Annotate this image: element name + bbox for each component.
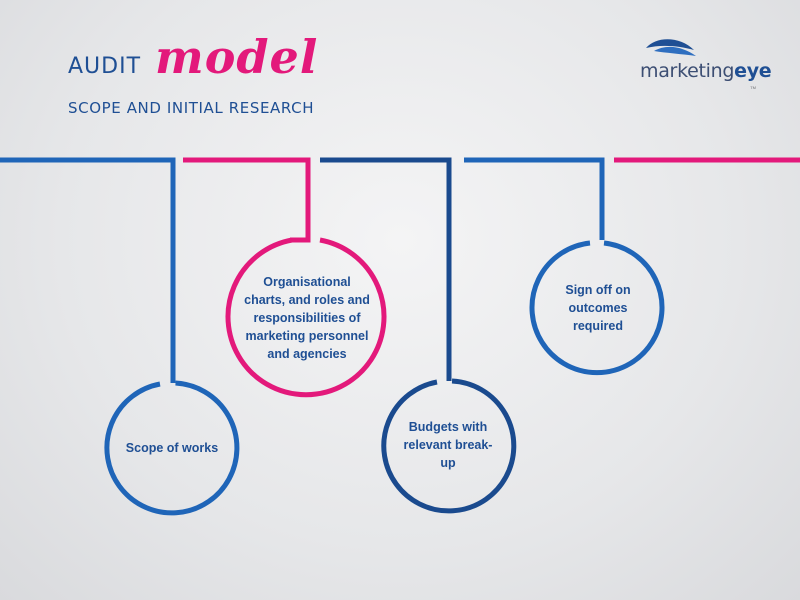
- title-word: AUDIT: [68, 54, 142, 79]
- node-label-scope-of-works: Scope of works: [125, 441, 219, 455]
- brand-bold: eye: [734, 60, 772, 82]
- title-accent: model: [155, 30, 319, 84]
- node-label-budgets: Budgets with relevant break-up: [403, 420, 493, 470]
- brand-light: marketing: [640, 60, 735, 82]
- brand-logo: marketingeye TM: [640, 38, 772, 90]
- connector-organisational-charts: [183, 157, 387, 398]
- diagram-title: AUDIT model: [68, 30, 318, 84]
- node-label-sign-off: Sign off on outcomes required: [565, 283, 631, 333]
- brand-wordmark: marketingeye: [640, 60, 772, 82]
- connector-scope-of-works: [0, 157, 240, 516]
- diagram-subtitle: SCOPE AND INITIAL RESEARCH: [68, 99, 315, 117]
- brand-mark: TM: [750, 85, 756, 90]
- node-ring-budgets: [381, 378, 517, 514]
- eye-leaf-icon: [646, 39, 696, 56]
- node-label-organisational-charts: Organisational charts, and roles and res…: [244, 275, 370, 361]
- node-ring-sign-off: [529, 240, 665, 376]
- connector-sign-off: [464, 157, 665, 376]
- node-ring-scope-of-works: [104, 380, 240, 516]
- node-ring-organisational-charts: [225, 237, 387, 398]
- connector-budgets: [320, 157, 517, 514]
